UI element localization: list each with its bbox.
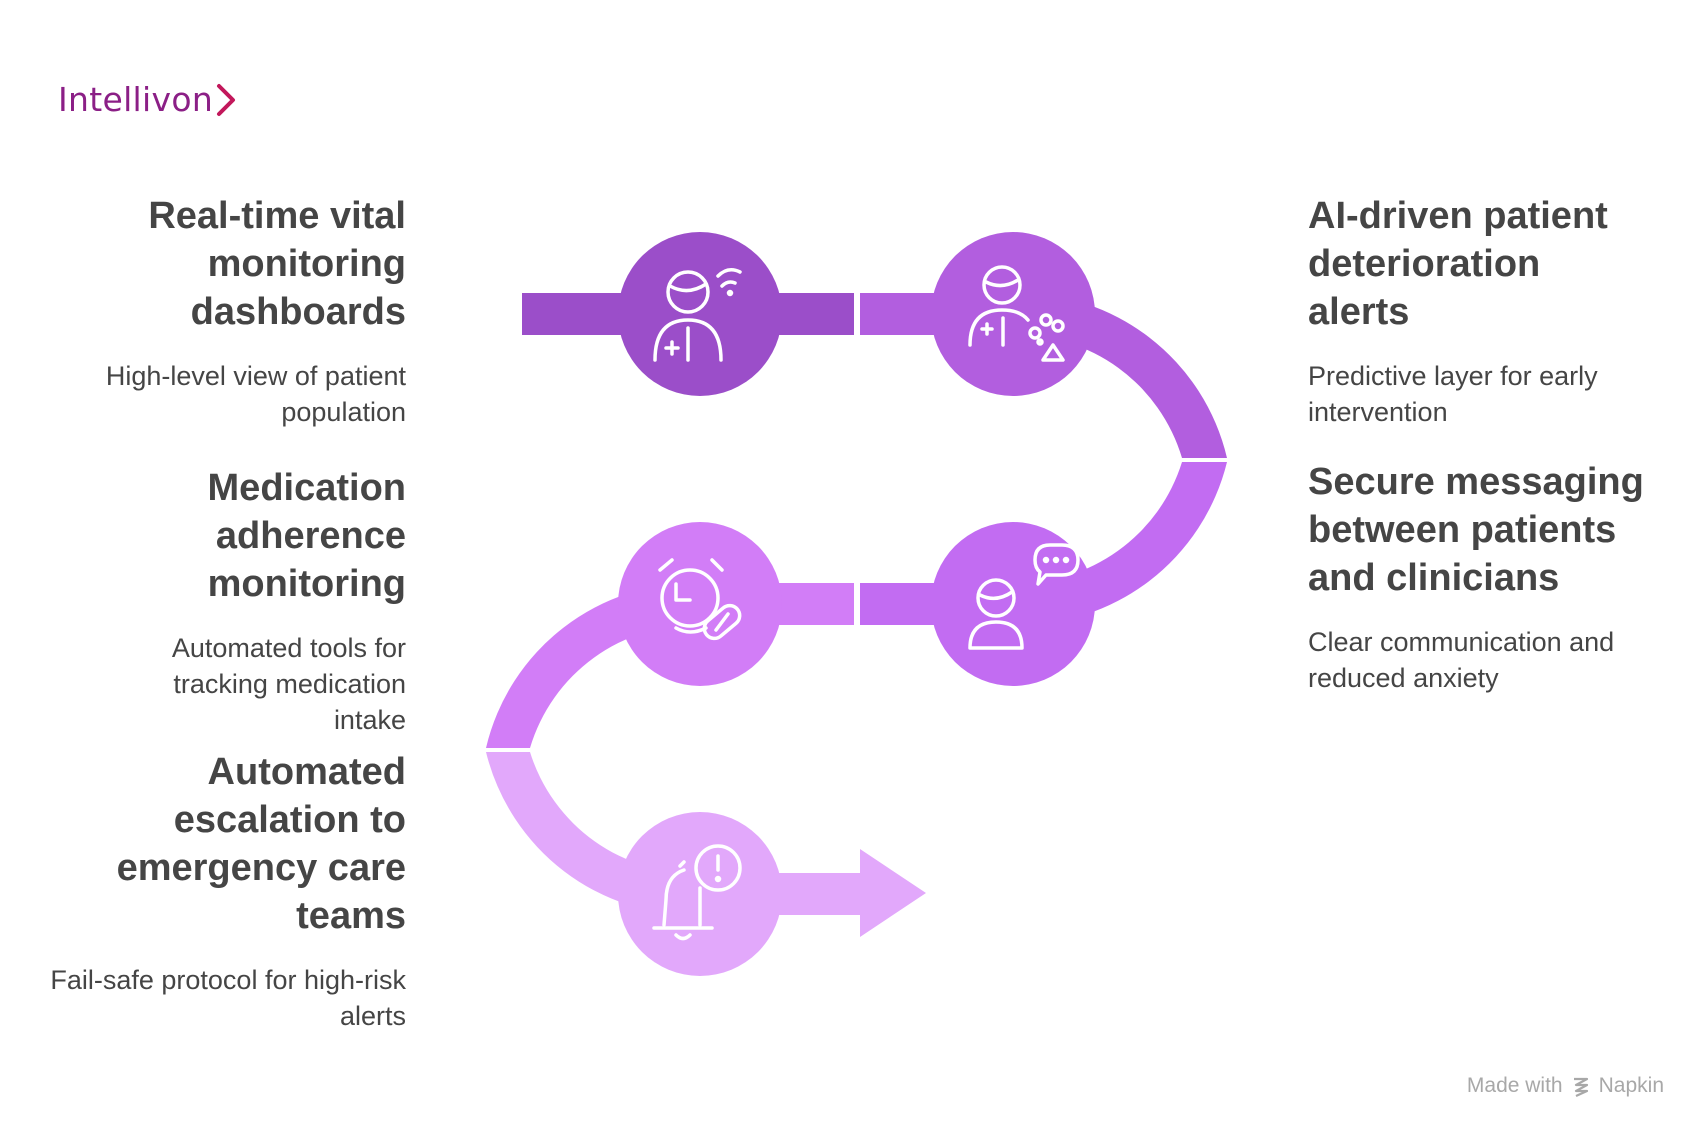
napkin-logo-icon (1573, 1077, 1588, 1097)
step-4-description: Automated tools for tracking medication … (171, 633, 406, 735)
step-3: Secure messaging between patients and cl… (1308, 458, 1648, 696)
chevron-right-icon (217, 83, 236, 116)
bell-alert-icon (652, 844, 742, 941)
step-2-circle (931, 232, 1095, 396)
napkin-label: Napkin (1598, 1074, 1664, 1097)
step-1-description: High-level view of patient population (105, 361, 406, 427)
brand-name: Intellivon (58, 80, 214, 119)
step-1-circle (618, 232, 782, 396)
made-with-footer[interactable]: Made with Napkin (1467, 1074, 1664, 1098)
brand-logo: Intellivon (58, 80, 237, 119)
patient-chat-icon (968, 543, 1080, 650)
alarm-clock-pill-icon (658, 558, 742, 641)
step-3-description: Clear communication and reduced anxiety (1308, 627, 1615, 693)
patient-wifi-icon (653, 268, 742, 362)
step-4: Medication adherence monitoring Automate… (40, 464, 406, 738)
step-5-description: Fail-safe protocol for high-risk alerts (50, 965, 406, 1031)
step-5: Automated escalation to emergency care t… (40, 748, 406, 1034)
step-5-title: Automated escalation to emergency care t… (116, 751, 406, 937)
step-1-title: Real-time vital monitoring dashboards (148, 195, 406, 333)
step-4-circle (618, 522, 782, 686)
patient-analytics-icon (968, 265, 1065, 362)
step-4-title: Medication adherence monitoring (207, 467, 406, 605)
step-2-description: Predictive layer for early intervention (1308, 361, 1598, 427)
step-1: Real-time vital monitoring dashboards Hi… (40, 192, 406, 430)
made-with-label: Made with (1466, 1074, 1563, 1097)
step-3-title: Secure messaging between patients and cl… (1308, 461, 1644, 599)
path-segment-5 (486, 752, 926, 937)
step-2-title: AI-driven patient deterioration alerts (1308, 195, 1608, 333)
step-2: AI-driven patient deterioration alerts P… (1308, 192, 1648, 430)
